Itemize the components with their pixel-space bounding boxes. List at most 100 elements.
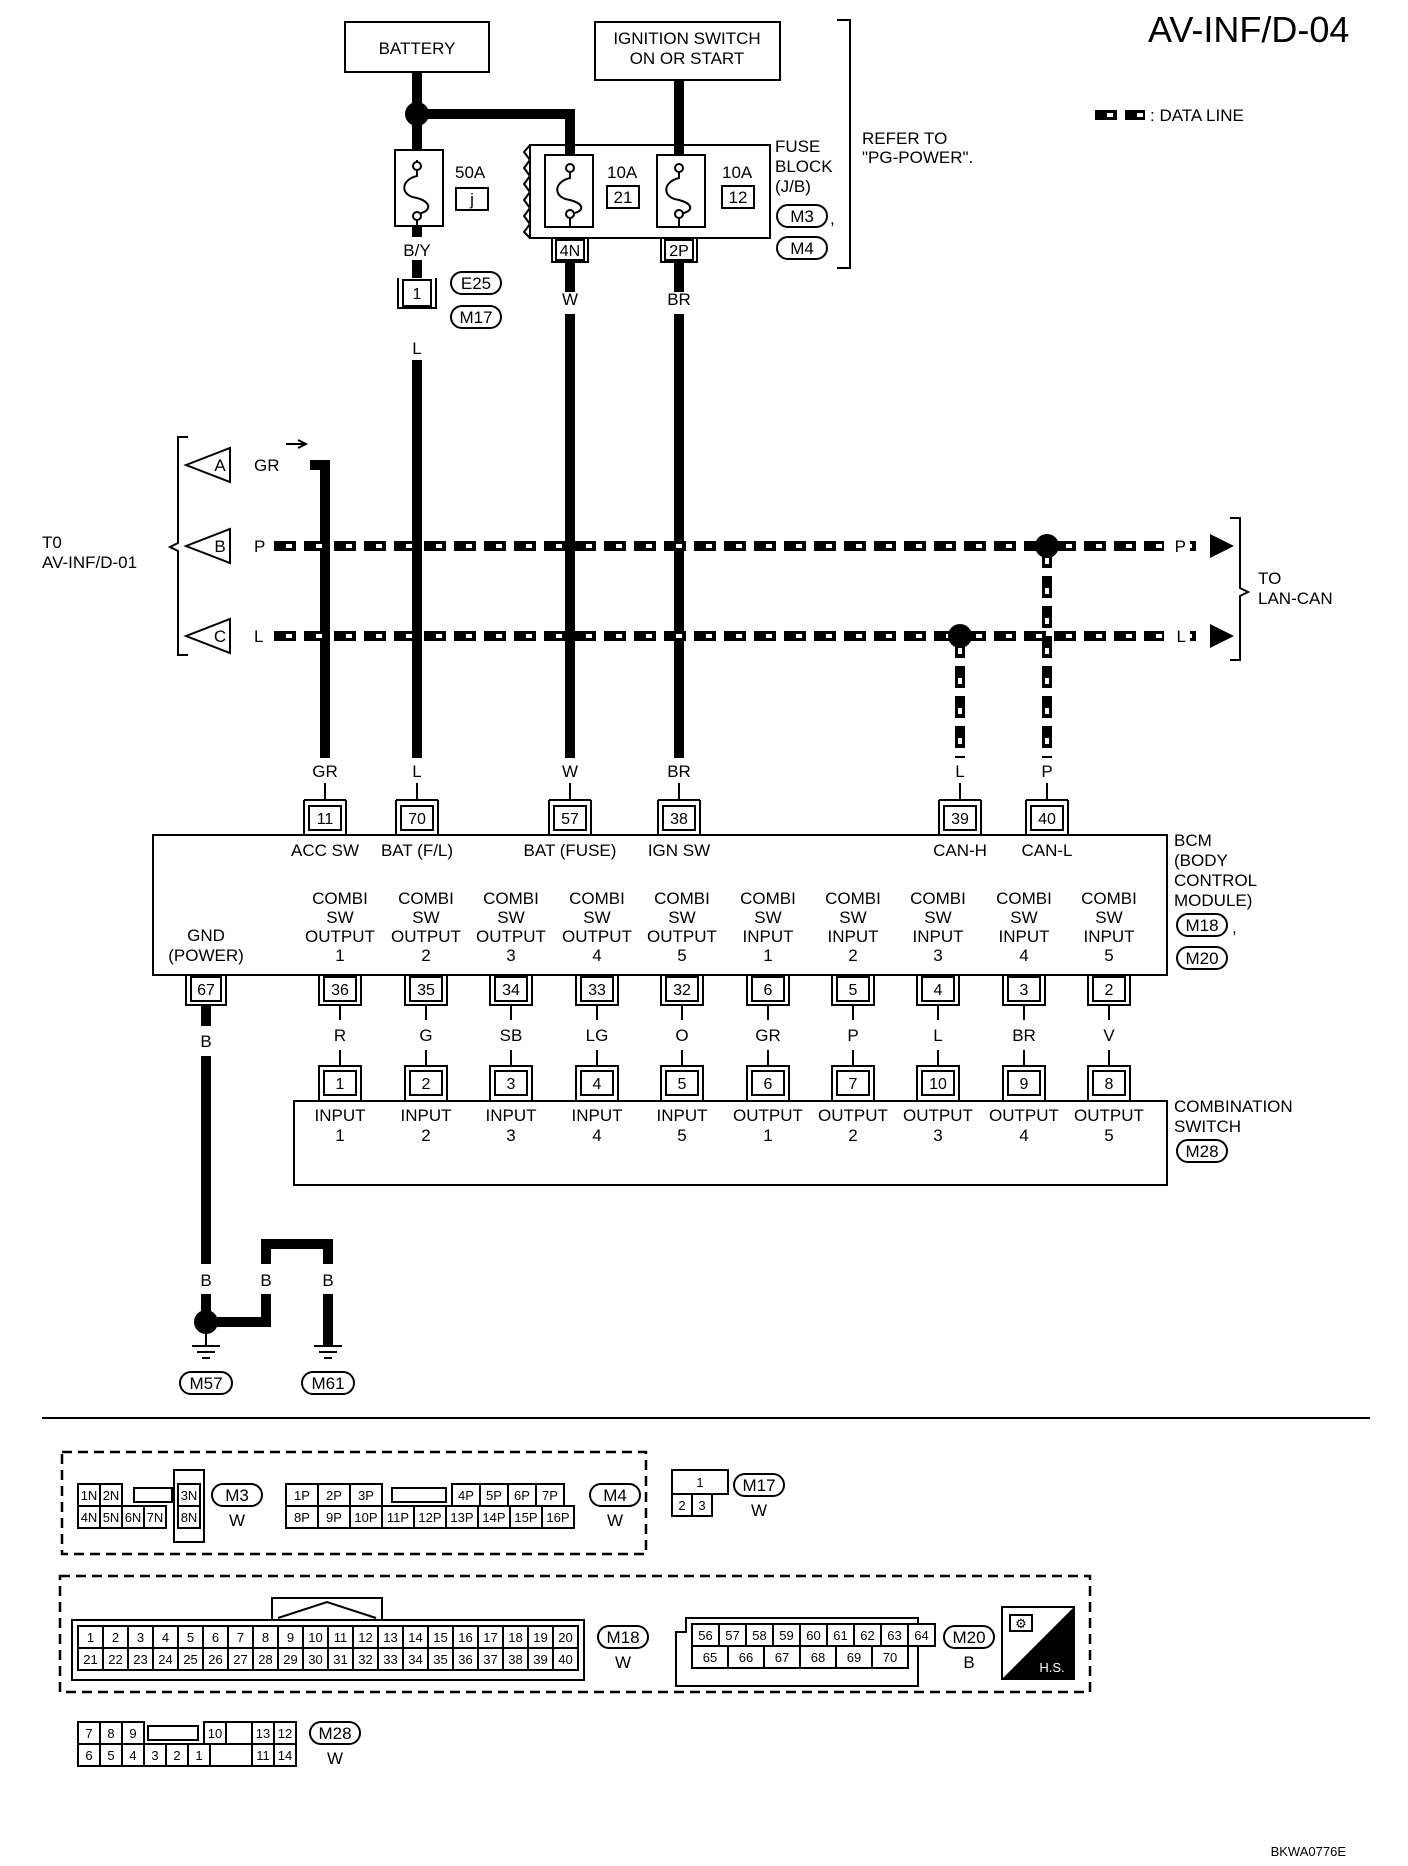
svg-text:2: 2 <box>848 1126 857 1145</box>
svg-text:26: 26 <box>208 1652 222 1667</box>
svg-text:3: 3 <box>933 946 942 965</box>
svg-text:1N: 1N <box>81 1488 98 1503</box>
ground-m61: M61 <box>311 1374 344 1393</box>
svg-text:⚙: ⚙ <box>1015 1616 1027 1631</box>
svg-text:SW: SW <box>839 908 866 927</box>
svg-text:30: 30 <box>308 1652 322 1667</box>
wire-color: SB <box>500 1026 523 1045</box>
svg-text:14P: 14P <box>482 1510 505 1525</box>
svg-text:4: 4 <box>1019 946 1028 965</box>
svg-text:6: 6 <box>85 1748 92 1763</box>
wire-color: LG <box>586 1026 609 1045</box>
svg-text:21: 21 <box>83 1652 97 1667</box>
svg-text:12: 12 <box>278 1726 292 1741</box>
svg-text:5P: 5P <box>486 1488 502 1503</box>
svg-text:33: 33 <box>383 1652 397 1667</box>
svg-text:7N: 7N <box>147 1510 164 1525</box>
svg-text:40: 40 <box>558 1652 572 1667</box>
pin-number: 10 <box>929 1076 947 1093</box>
svg-text:15: 15 <box>433 1630 447 1645</box>
svg-text:8P: 8P <box>294 1510 310 1525</box>
svg-text:60: 60 <box>806 1628 820 1643</box>
svg-text:B: B <box>963 1653 974 1672</box>
combo-name-1: COMBINATION <box>1174 1097 1293 1116</box>
svg-text:5: 5 <box>107 1748 114 1763</box>
svg-text:P: P <box>254 537 265 556</box>
svg-text:4: 4 <box>129 1748 136 1763</box>
svg-text:10: 10 <box>308 1630 322 1645</box>
fuse-block-label-3: (J/B) <box>775 177 811 196</box>
svg-text:W: W <box>229 1511 245 1530</box>
fuse-block-label-1: FUSE <box>775 137 820 156</box>
svg-text:A: A <box>214 456 226 475</box>
svg-text:L: L <box>1177 627 1186 646</box>
svg-text:5: 5 <box>677 1126 686 1145</box>
svg-text:11P: 11P <box>387 1510 409 1525</box>
svg-text:INPUT: INPUT <box>572 1106 623 1125</box>
ignition-switch-box <box>594 21 781 81</box>
combo-pins: 1INPUT12INPUT23INPUT34INPUT45INPUT56OUTP… <box>315 1065 1144 1145</box>
svg-text:INPUT: INPUT <box>999 927 1050 946</box>
svg-text:5: 5 <box>677 946 686 965</box>
svg-text:13: 13 <box>383 1630 397 1645</box>
fuse-50a: 50A j <box>394 149 489 227</box>
svg-text:7P: 7P <box>542 1488 558 1503</box>
svg-text:2: 2 <box>421 946 430 965</box>
svg-text:1: 1 <box>335 946 344 965</box>
battery-box <box>344 21 490 73</box>
svg-text:W: W <box>607 1511 623 1530</box>
figure-code: BKWA0776E <box>1271 1844 1347 1859</box>
svg-text:16: 16 <box>458 1630 472 1645</box>
svg-text:COMBI: COMBI <box>740 889 796 908</box>
svg-text:1: 1 <box>335 1126 344 1145</box>
offpage-a: A GR <box>183 446 280 484</box>
connector-tag-m4: M4W <box>589 1483 641 1530</box>
svg-text:24: 24 <box>158 1652 172 1667</box>
jb-conn-m4: M4 <box>790 239 814 258</box>
svg-text:L: L <box>254 627 263 646</box>
svg-text:OUTPUT: OUTPUT <box>562 927 632 946</box>
svg-text:3: 3 <box>933 1126 942 1145</box>
svg-text:SW: SW <box>326 908 353 927</box>
wire-color-l-top: L <box>412 339 421 358</box>
svg-text:M3: M3 <box>225 1486 249 1505</box>
pin-number: 6 <box>764 982 773 999</box>
pin-number: 35 <box>417 982 435 999</box>
svg-text:65: 65 <box>703 1650 717 1665</box>
ground-m57: M57 <box>189 1374 222 1393</box>
svg-text:38: 38 <box>508 1652 522 1667</box>
svg-text:1: 1 <box>763 1126 772 1145</box>
svg-text:B: B <box>200 1271 211 1290</box>
fuse-21-id: 21 <box>614 188 633 207</box>
pin-number: 57 <box>561 811 579 828</box>
fuse-10a-21: 10A 21 <box>544 154 640 228</box>
svg-text:5N: 5N <box>103 1510 120 1525</box>
pin-number: 33 <box>588 982 606 999</box>
fuse-12-id: 12 <box>729 188 748 207</box>
conn-oval-m3 <box>776 204 828 228</box>
combination-switch-box <box>293 1100 1168 1186</box>
svg-text:5: 5 <box>1104 1126 1113 1145</box>
svg-text:39: 39 <box>533 1652 547 1667</box>
svg-text:OUTPUT: OUTPUT <box>647 927 717 946</box>
fuse-12-amp: 10A <box>722 163 753 182</box>
offpage-c: C L <box>183 617 263 655</box>
svg-text:3: 3 <box>137 1630 144 1645</box>
hs-badge: H.S. ⚙ <box>1001 1606 1075 1680</box>
pin-label: CAN-L <box>1021 841 1072 860</box>
pin-number: 7 <box>849 1076 858 1093</box>
bcm-conn-m20: M20 <box>1185 949 1218 968</box>
svg-text:9P: 9P <box>326 1510 342 1525</box>
svg-text:6: 6 <box>212 1630 219 1645</box>
